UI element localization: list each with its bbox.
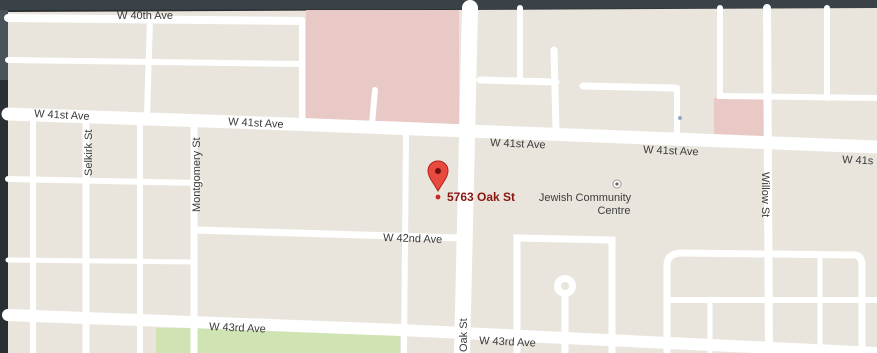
road-lane	[5, 176, 203, 186]
street-label-w41st: W 41st Ave	[490, 137, 546, 151]
road-lane	[550, 46, 560, 134]
road-lane	[5, 57, 303, 67]
photo-top-strip	[0, 0, 877, 10]
road-lane	[401, 132, 409, 353]
transit-dot-icon	[678, 116, 682, 120]
street-label-w41st: W 41st Ave	[643, 144, 699, 158]
road-lane	[5, 257, 198, 265]
street-label-willow: Willow St	[759, 172, 771, 217]
street-label-selkirk: Selkirk St	[83, 130, 95, 176]
building-area	[714, 98, 766, 138]
poi-label-line2: Centre	[597, 205, 630, 217]
map-pin-icon[interactable]	[427, 160, 449, 193]
road-w40th	[4, 14, 304, 25]
road-lane	[663, 249, 866, 353]
poi-dot-center	[615, 182, 619, 186]
street-label-w43rd: W 43rd Ave	[209, 321, 266, 335]
poi-label-line1: Jewish Community	[539, 192, 632, 204]
street-label-w42nd: W 42nd Ave	[383, 232, 443, 246]
map-pin-hole	[435, 168, 441, 174]
map-pin-anchor-dot	[435, 194, 441, 200]
building-area	[306, 10, 459, 124]
road-oak	[454, 0, 478, 353]
street-label-w40th: W 40th Ave	[117, 10, 173, 22]
street-label-w43rd: W 43rd Ave	[479, 335, 536, 349]
street-label-w41st: W 41st Ave	[228, 116, 284, 131]
road-w42nd	[191, 226, 464, 242]
road-lane	[579, 82, 679, 92]
street-label-w41st: W 41s	[842, 154, 874, 167]
photo-left-strip	[0, 10, 8, 80]
road-willow	[763, 4, 773, 353]
location-marker[interactable]: 5763 Oak St	[427, 160, 515, 204]
cul-de-sac-center	[561, 282, 569, 290]
street-label-oak: Oak St	[458, 318, 470, 352]
marker-address-label: 5763 Oak St	[447, 190, 515, 204]
road-lane	[369, 87, 378, 127]
poi-jewish-community-centre[interactable]: Jewish Community Centre	[539, 179, 632, 217]
street-label-montgomery: Montgomery St	[191, 137, 203, 212]
road-lane	[144, 17, 153, 118]
road-lane	[513, 234, 616, 353]
road-w41st	[1, 107, 877, 154]
street-label-w41st: W 41st Ave	[34, 108, 90, 123]
